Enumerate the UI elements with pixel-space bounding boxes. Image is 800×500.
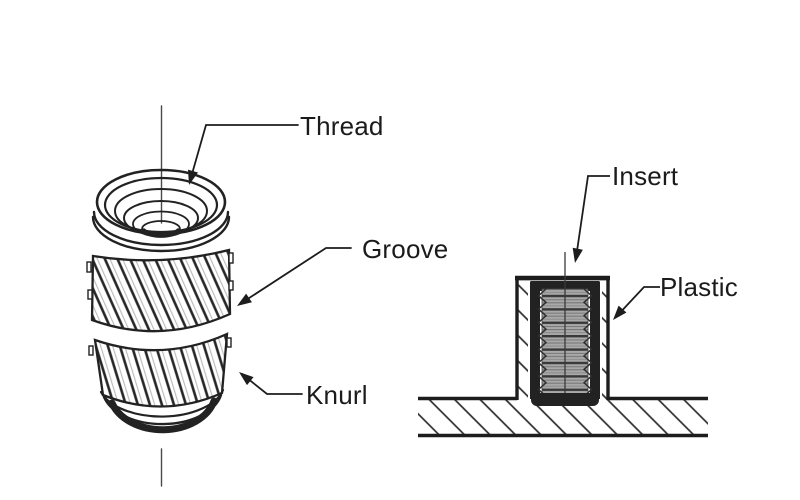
insert-collar [91,210,231,253]
groove-arrowhead-icon [237,293,252,306]
upper-knurl-band [90,248,232,333]
knurled-insert-figure [86,105,352,487]
thread-leader [187,124,299,185]
lower-knurl-band [93,332,229,408]
thread-rings [95,168,227,238]
thread-profile-right [582,288,593,397]
knurl-edge-teeth [86,252,234,356]
knurl-arrowhead-icon [239,372,254,386]
insert-label: Insert [612,161,679,191]
sectioned-insert [530,252,600,406]
insert-base [99,388,225,434]
plastic-label: Plastic [660,272,738,302]
thread-profile-left [537,288,548,397]
insert-arrowhead-icon [572,247,583,263]
insert-left-wall [530,287,540,399]
plastic-leader [613,286,660,320]
plastic-arrowhead-icon [613,305,627,320]
thread-arrowhead-icon [187,169,198,185]
insert-leader [572,175,610,263]
thread-label: Thread [300,111,384,141]
insert-right-wall [590,287,600,399]
groove-leader [237,247,352,306]
knurl-label: Knurl [306,380,368,410]
insert-bottom-band [531,393,599,406]
cross-section-figure [418,175,708,438]
groove-label: Groove [362,234,449,264]
plate-outline [418,396,708,438]
knurl-leader [239,372,303,395]
